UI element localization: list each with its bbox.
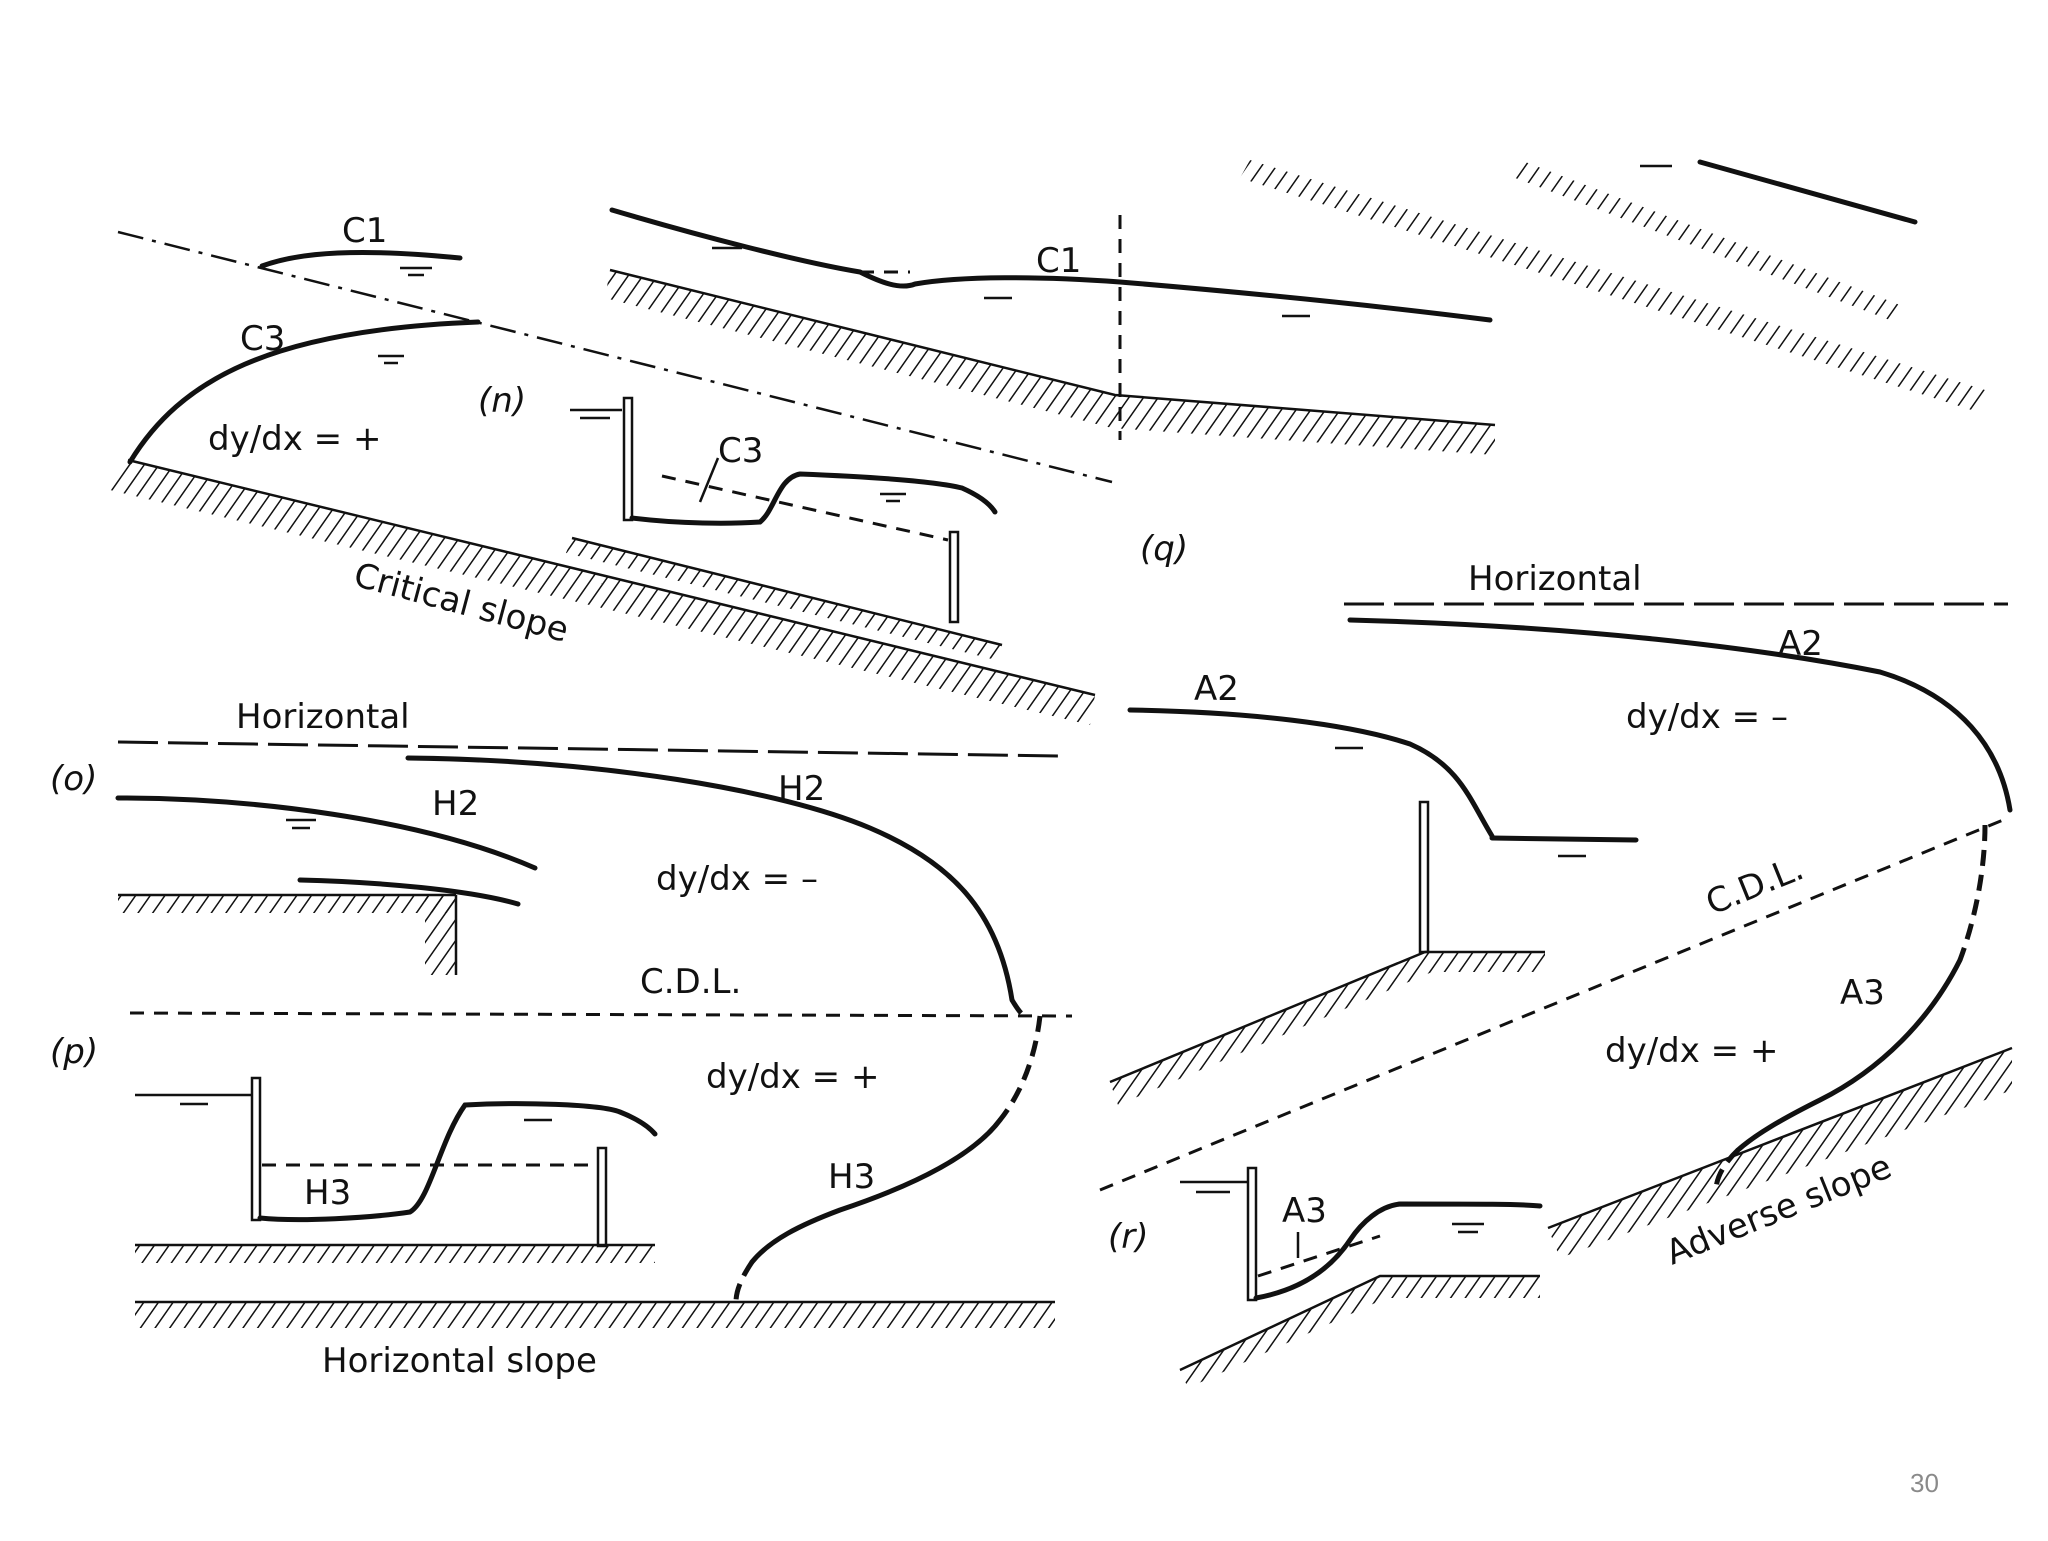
a2-main-profile — [1347, 617, 2013, 813]
h3-main-label: H3 — [828, 1157, 875, 1197]
h3-main-dashed-end — [733, 1260, 755, 1303]
steep-water-surface — [1697, 159, 1918, 225]
adverse-slope-panel: Horizontal A2 dy/dx = – C.D.L. A3 dy/dx … — [1099, 559, 2013, 1388]
horizontal-bed-hatch — [135, 1302, 1055, 1328]
adverse-bed-line — [1547, 1046, 2013, 1230]
a3-inset-profile — [1253, 1201, 1543, 1301]
cdl-right-label: C.D.L. — [1700, 848, 1809, 923]
inset-n-bed-line — [571, 536, 1003, 647]
panel-q-label: (q) — [1140, 529, 1188, 569]
horizontal-slope-panel: Horizontal (o) H2 H2 dy/dx = – C.D.L. H3… — [50, 697, 1073, 1381]
dydx-plus-a-label: dy/dx = + — [1605, 1031, 1778, 1071]
a3-inset-label: A3 — [1282, 1191, 1327, 1231]
h2-main-dashed-end — [1009, 998, 1024, 1016]
h2-inset-drawdown — [297, 877, 521, 907]
a3-main-profile — [1735, 957, 1963, 1153]
a3-main-dashed-start — [1957, 824, 1988, 961]
a2-inset-profile — [1127, 707, 1495, 839]
c3-left-label: C3 — [240, 319, 285, 359]
a2-main-label: A2 — [1778, 624, 1823, 664]
a2-inset-label: A2 — [1194, 669, 1239, 709]
a2-inset-bed-hatch — [1110, 952, 1545, 1105]
sluice-gate — [622, 396, 634, 522]
inset-p-bed-hatch — [135, 1245, 655, 1263]
inset-p-weir — [596, 1146, 608, 1248]
panel-p-label: (p) — [50, 1032, 98, 1072]
c1-right-bed-line — [609, 268, 1496, 427]
critical-bed-hatch — [110, 460, 1095, 725]
a3-main-label: A3 — [1840, 973, 1885, 1013]
dydx-plus-h-label: dy/dx = + — [706, 1057, 879, 1097]
h3-main-profile — [749, 1117, 1003, 1265]
dydx-minus-h-label: dy/dx = – — [656, 859, 818, 899]
h3-inset-label: H3 — [304, 1173, 351, 1213]
dydx-minus-a-label: dy/dx = – — [1626, 697, 1788, 737]
h2-main-profile — [405, 755, 1015, 1003]
c1-right-label: C1 — [1036, 241, 1081, 281]
c3-inset-leader — [698, 457, 720, 503]
horizontal-right-label: Horizontal — [1468, 559, 1642, 599]
panel-o-label: (o) — [50, 759, 97, 799]
inset-n-bed-hatch — [566, 538, 1002, 660]
a2-inset-tailwater — [1489, 835, 1639, 843]
cdl-left-label: C.D.L. — [640, 962, 741, 1002]
critical-bed-line — [127, 458, 1096, 697]
cdl-left-line — [129, 1011, 1073, 1018]
page-number: 30 — [1910, 1468, 1939, 1498]
c1-right-bed-hatch — [605, 270, 1495, 455]
critical-depth-line-critical — [117, 230, 1113, 484]
h3-main-dashed-start — [998, 1015, 1043, 1122]
dydx-plus-critical-label: dy/dx = + — [208, 419, 381, 459]
c1-left-profile — [259, 249, 463, 269]
inset-r-bed-hatch — [1180, 1276, 1540, 1388]
a2-inset-gate — [1418, 800, 1430, 954]
horizontal-left-line — [117, 740, 1063, 758]
inset-p-sluice-gate — [250, 1076, 262, 1222]
h2-inset-label: H2 — [432, 784, 479, 824]
steep-bed-hatch-2 — [1510, 160, 1900, 322]
c1-right-panel: C1 (q) — [605, 207, 1496, 569]
inset-o-bed-hatch — [118, 895, 456, 913]
h2-inset-profile — [115, 795, 538, 871]
steep-bed-hatch — [1240, 160, 1985, 412]
inset-r-gate — [1246, 1166, 1258, 1302]
top-right-fragment — [1240, 159, 1985, 412]
inset-r-critical-line — [1257, 1234, 1381, 1278]
h3-inset-profile — [257, 1101, 658, 1223]
inset-n-critical-line — [661, 474, 949, 542]
cdl-right-line — [1099, 816, 2009, 1192]
c3-inset-profile — [629, 471, 998, 526]
adverse-bed-hatch — [1548, 1048, 2012, 1258]
horizontal-slope-label: Horizontal slope — [322, 1341, 597, 1381]
weir-post — [948, 530, 960, 624]
inset-o-drop-hatch — [425, 895, 455, 975]
panel-n-label: (n) — [478, 381, 526, 421]
horizontal-left-label: Horizontal — [236, 697, 410, 737]
a2-inset-bed-line — [1109, 950, 1545, 1084]
inset-n: (n) C3 — [478, 381, 1003, 660]
h2-main-label: H2 — [778, 769, 825, 809]
c1-left-label: C1 — [342, 211, 387, 251]
c3-inset-label: C3 — [718, 431, 763, 471]
c1-right-profile — [609, 207, 1493, 323]
panel-r-label: (r) — [1108, 1217, 1149, 1257]
inset-r-bed-line — [1179, 1274, 1540, 1372]
c3-left-profile — [127, 319, 481, 465]
